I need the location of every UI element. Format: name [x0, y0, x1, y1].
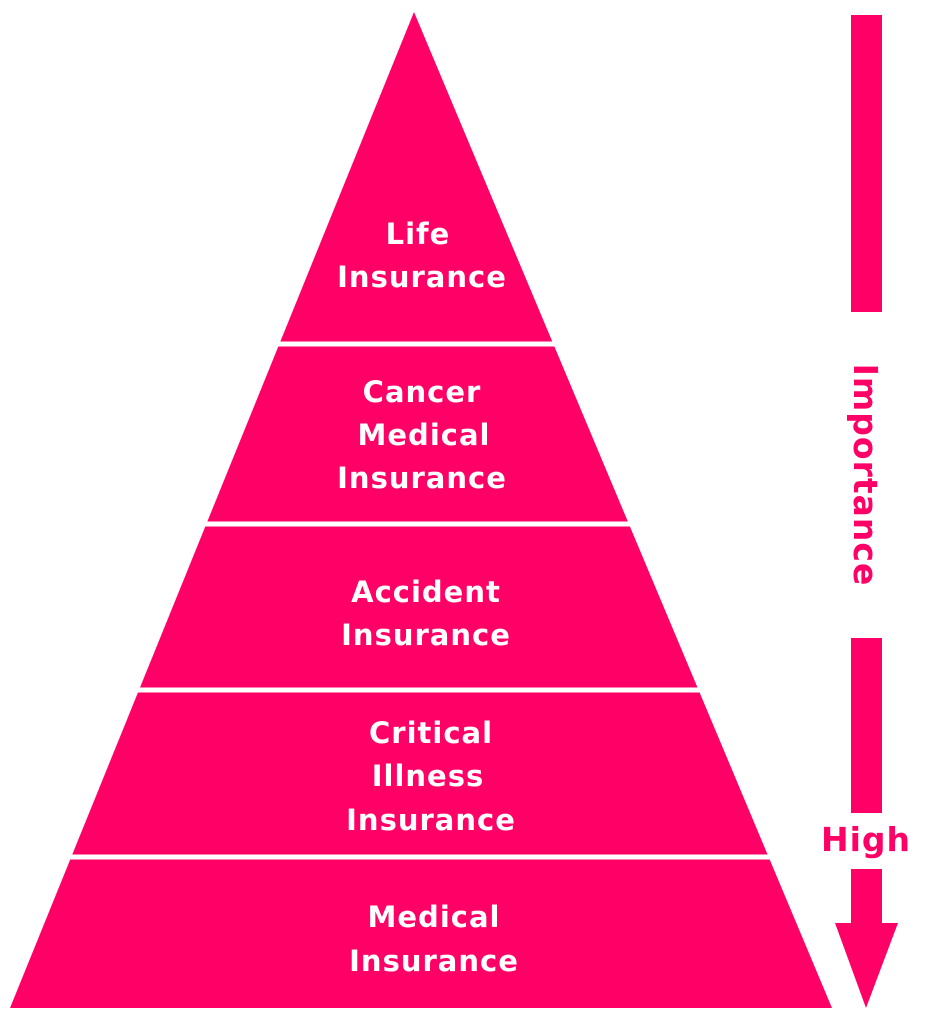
- importance-label: Importance: [846, 364, 885, 587]
- pyramid-level-accident: Accident Insurance: [341, 575, 511, 652]
- level-label: Accident: [351, 575, 501, 609]
- arrow-shaft: [851, 638, 882, 813]
- level-label: Medical: [358, 418, 491, 452]
- level-label: Life: [386, 217, 451, 251]
- pyramid-level-cancer-medical: Cancer Medical Insurance: [337, 375, 507, 495]
- arrow-head-icon: [835, 923, 898, 1008]
- pyramid-level-critical-illness: Critical Illness Insurance: [346, 716, 516, 837]
- level-label: Insurance: [346, 803, 516, 837]
- level-label: Illness: [372, 759, 485, 793]
- level-label: Insurance: [341, 618, 511, 652]
- level-label: Medical: [368, 900, 501, 934]
- level-label: Critical: [369, 716, 493, 750]
- level-label: Insurance: [337, 260, 507, 294]
- level-label: Cancer: [363, 375, 482, 409]
- pyramid-level-life: Life Insurance: [337, 217, 507, 294]
- importance-arrow: [835, 15, 898, 1008]
- pyramid-level-medical: Medical Insurance: [349, 900, 519, 978]
- high-label: High: [821, 820, 911, 859]
- pyramid-dividers: [0, 341, 951, 860]
- pyramid: [10, 12, 832, 1008]
- level-label: Insurance: [337, 461, 507, 495]
- arrow-shaft: [851, 869, 882, 925]
- arrow-shaft: [851, 15, 882, 312]
- level-label: Insurance: [349, 944, 519, 978]
